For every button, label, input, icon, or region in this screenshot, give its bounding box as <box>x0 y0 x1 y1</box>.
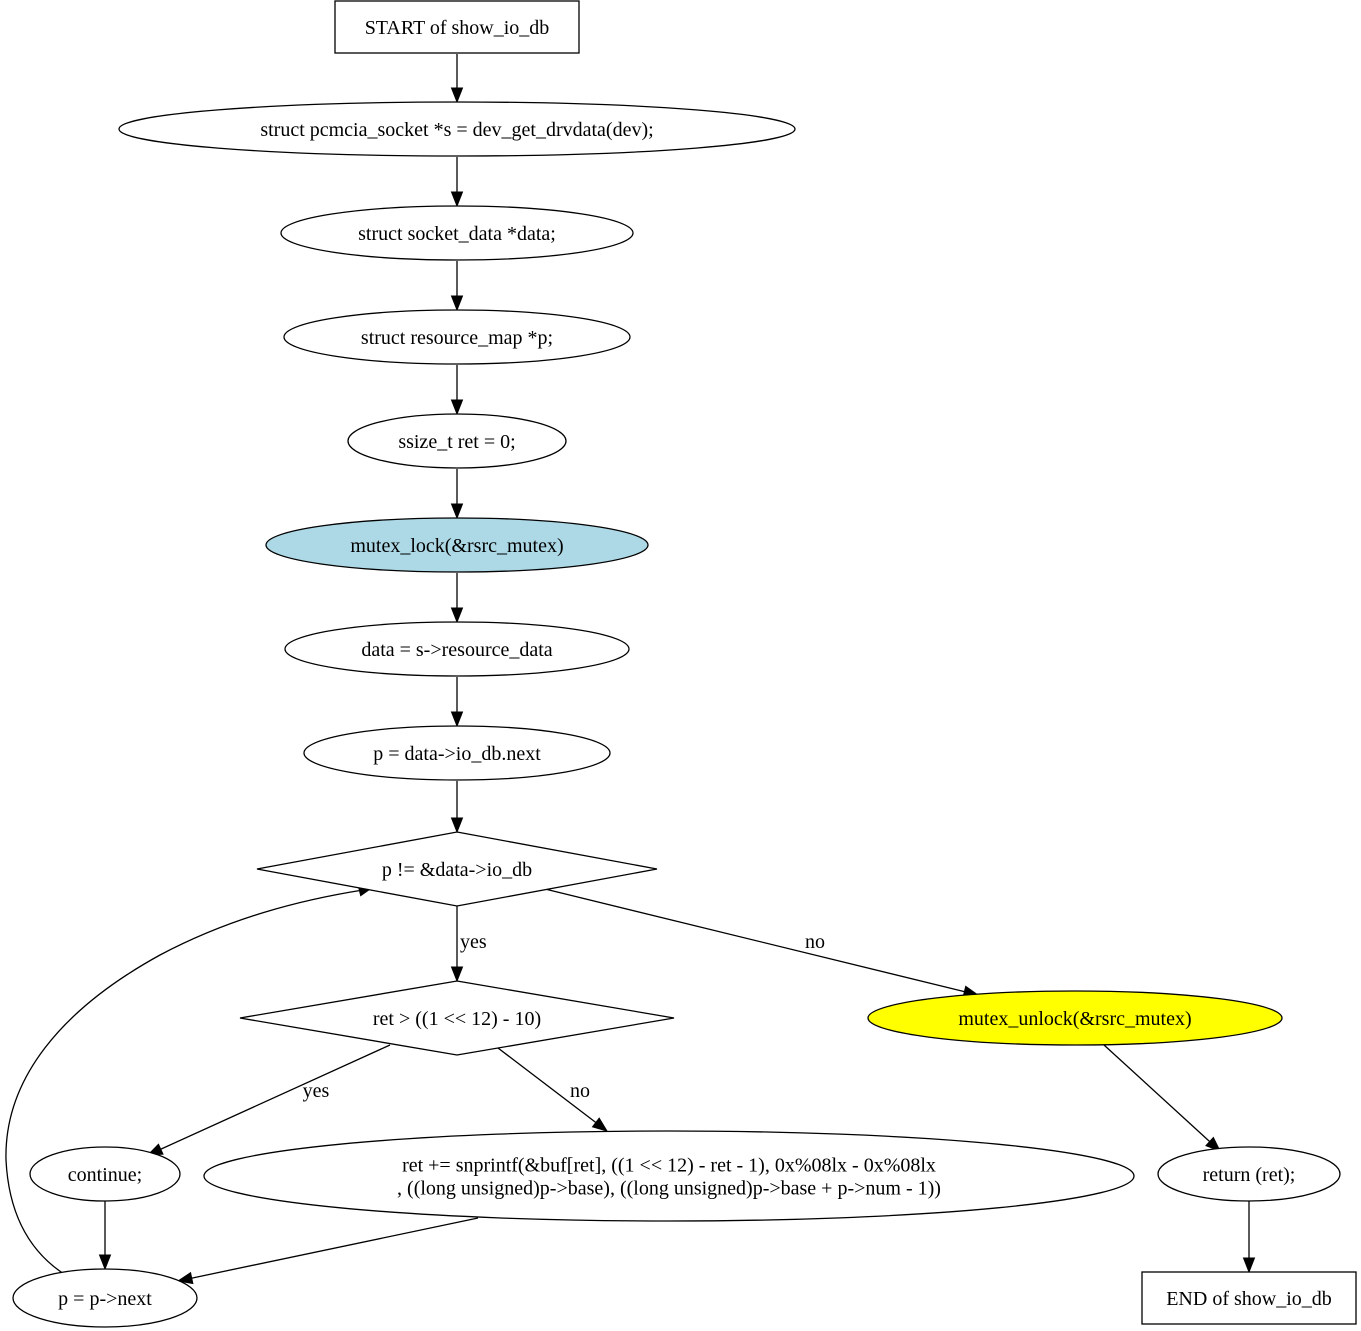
ellipse-shape <box>280 205 634 261</box>
node-start: START of show_io_db <box>334 0 580 54</box>
node-d1: p != &data->io_db <box>256 831 658 907</box>
ellipse-shape <box>284 621 630 677</box>
node-n11: return (ret); <box>1157 1146 1341 1202</box>
edge-n1-n2 <box>450 157 464 208</box>
edge-line <box>1103 1044 1211 1143</box>
node-n7: p = data->io_db.next <box>303 725 611 781</box>
arrowhead-icon <box>591 1117 609 1132</box>
arrowhead-icon <box>450 711 464 728</box>
edge-n3-n4 <box>450 365 464 416</box>
edge-d1-d2: yes <box>450 906 487 983</box>
edge-n8-n11 <box>1103 1044 1222 1152</box>
node-n8: mutex_unlock(&rsrc_mutex) <box>867 990 1283 1046</box>
edge-label-no: no <box>570 1080 590 1102</box>
edge-d1-n8: no <box>544 888 980 998</box>
arrowhead-icon <box>450 191 464 208</box>
edge-n11-end <box>1242 1201 1256 1274</box>
edge-line <box>5 889 364 1275</box>
node-n12: p = p->next <box>12 1268 198 1328</box>
box-shape <box>1141 1271 1357 1325</box>
edge-d2-n10: no <box>497 1047 609 1132</box>
arrowhead-icon <box>176 1271 194 1285</box>
box-shape <box>334 0 580 54</box>
node-n4: ssize_t ret = 0; <box>347 413 567 469</box>
ellipse-shape <box>29 1146 181 1202</box>
edge-n2-n3 <box>450 261 464 312</box>
node-n5: mutex_lock(&rsrc_mutex) <box>265 517 649 573</box>
edge-n7-d1 <box>450 781 464 834</box>
edge-n10-n12 <box>176 1217 479 1285</box>
node-label: continue; <box>68 1164 142 1186</box>
arrowhead-icon <box>450 503 464 520</box>
node-n1: struct pcmcia_socket *s = dev_get_drvdat… <box>118 101 796 157</box>
node-label: struct socket_data *data; <box>358 223 556 245</box>
node-label: END of show_io_db <box>1166 1288 1332 1310</box>
arrowhead-icon <box>450 966 464 983</box>
ellipse-shape <box>1157 1146 1341 1202</box>
edge-line <box>544 888 966 993</box>
arrowhead-icon <box>98 1254 112 1271</box>
edges-layer: yes no yes no <box>5 54 1256 1285</box>
edge-d2-n9: yes <box>146 1044 391 1156</box>
ellipse-shape <box>12 1268 198 1328</box>
edge-label-yes: yes <box>303 1080 330 1102</box>
node-n2: struct socket_data *data; <box>280 205 634 261</box>
edge-n4-n5 <box>450 469 464 520</box>
node-n6: data = s->resource_data <box>284 621 630 677</box>
node-n10: ret += snprintf(&buf[ret], ((1 << 12) - … <box>203 1130 1135 1222</box>
edge-label-no: no <box>805 931 825 953</box>
ellipse-shape <box>867 990 1283 1046</box>
edge-line <box>497 1047 598 1124</box>
node-label: mutex_unlock(&rsrc_mutex) <box>958 1008 1191 1030</box>
node-label: struct pcmcia_socket *s = dev_get_drvdat… <box>260 119 653 141</box>
ellipse-shape <box>118 101 796 157</box>
edge-start-n1 <box>450 54 464 104</box>
diamond-shape <box>256 831 658 907</box>
edge-label-yes: yes <box>460 931 487 953</box>
ellipse-shape <box>203 1130 1135 1222</box>
node-label: data = s->resource_data <box>361 639 552 661</box>
node-label: mutex_lock(&rsrc_mutex) <box>350 535 563 557</box>
diamond-shape <box>239 980 675 1056</box>
edge-line <box>159 1044 391 1151</box>
node-label: , ((long unsigned)p->base), ((long unsig… <box>397 1178 941 1200</box>
arrowhead-icon <box>450 399 464 416</box>
node-label: ssize_t ret = 0; <box>398 431 515 453</box>
ellipse-shape <box>265 517 649 573</box>
node-label: ret > ((1 << 12) - 10) <box>373 1008 541 1030</box>
node-label: struct resource_map *p; <box>361 327 553 349</box>
node-label: return (ret); <box>1203 1164 1296 1186</box>
node-end: END of show_io_db <box>1141 1271 1357 1325</box>
edge-n9-n12 <box>98 1201 112 1271</box>
node-label: p = data->io_db.next <box>373 743 541 765</box>
node-label: p != &data->io_db <box>382 859 532 881</box>
arrowhead-icon <box>450 607 464 624</box>
edge-n5-n6 <box>450 573 464 624</box>
ellipse-shape <box>283 309 631 365</box>
node-n3: struct resource_map *p; <box>283 309 631 365</box>
edge-line <box>190 1217 479 1279</box>
arrowhead-icon <box>1205 1136 1222 1152</box>
node-n9: continue; <box>29 1146 181 1202</box>
arrowhead-icon <box>450 87 464 104</box>
ellipse-shape <box>303 725 611 781</box>
arrowhead-icon <box>1242 1257 1256 1274</box>
edge-n6-n7 <box>450 677 464 728</box>
node-label: START of show_io_db <box>365 17 550 39</box>
arrowhead-icon <box>450 817 464 834</box>
node-label: p = p->next <box>58 1288 152 1310</box>
arrowhead-icon <box>450 295 464 312</box>
ellipse-shape <box>347 413 567 469</box>
node-label: ret += snprintf(&buf[ret], ((1 << 12) - … <box>402 1155 936 1177</box>
node-d2: ret > ((1 << 12) - 10) <box>239 980 675 1056</box>
